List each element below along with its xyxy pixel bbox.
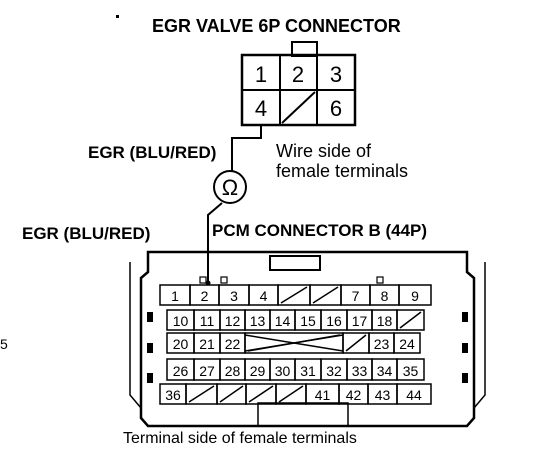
ohmmeter-test-lead: Ω [205, 125, 262, 286]
pcm-terminal-14: 14 [275, 313, 291, 329]
pcm-outer-housing [139, 250, 476, 428]
pcm-terminal-27: 27 [199, 363, 215, 379]
pcm-terminal-9: 9 [411, 288, 419, 304]
pcm-terminal-15: 15 [300, 313, 316, 329]
pcm-terminal-4: 4 [260, 288, 268, 304]
pcm-terminal-25: 25 [0, 336, 8, 352]
pcm-empty-terminal-slash [280, 286, 308, 304]
pcm-empty-terminal-slash [219, 385, 244, 403]
pcm-empty-terminal-slash [399, 311, 422, 329]
pcm-blank-cross [244, 334, 344, 352]
ohm-icon: Ω [222, 175, 238, 200]
pcm-terminal-1: 1 [171, 288, 179, 304]
wire-side-label-line2: female terminals [276, 161, 408, 181]
egr-terminal-2: 2 [292, 62, 304, 87]
pcm-terminal-2: 2 [201, 288, 209, 304]
pcm-terminal-10: 10 [173, 313, 189, 329]
egr-empty-terminal-slash [281, 91, 316, 124]
pcm-terminal-11: 11 [200, 313, 215, 329]
egr-valve-connector: 1 2 3 4 6 [240, 41, 357, 127]
pcm-terminal-cell [396, 309, 425, 331]
pcm-alignment-key [462, 343, 468, 353]
pcm-terminal-33: 33 [352, 363, 368, 379]
pcm-terminal-marker [220, 276, 228, 284]
pcm-terminal-26: 26 [173, 363, 189, 379]
stray-mark [116, 15, 119, 18]
pcm-alignment-key [147, 373, 153, 383]
egr-terminal-6: 6 [330, 96, 342, 121]
pcm-terminal-28: 28 [225, 363, 241, 379]
pcm-connector: 1234789101112131415161718202122232425262… [0, 250, 486, 428]
pcm-top-latch [269, 255, 321, 271]
pcm-terminal-3: 3 [230, 288, 238, 304]
pcm-terminal-36: 36 [165, 387, 181, 403]
pcm-terminal-34: 34 [377, 363, 393, 379]
pcm-terminal-23: 23 [374, 336, 390, 352]
pcm-terminal-marker [199, 276, 207, 284]
pcm-empty-terminal-slash [248, 385, 274, 403]
pcm-terminal-cell [396, 383, 432, 405]
pcm-terminal-7: 7 [352, 288, 360, 304]
egr-wire-label-lower: EGR (BLU/RED) [22, 224, 150, 243]
wire-side-label-line1: Wire side of [276, 141, 372, 161]
egr-valve-title: EGR VALVE 6P CONNECTOR [152, 16, 401, 36]
pcm-terminal-20: 20 [173, 336, 189, 352]
egr-wire-label-upper: EGR (BLU/RED) [88, 143, 216, 162]
pcm-terminal-43: 43 [375, 387, 391, 403]
test-lead-lower [207, 202, 223, 283]
pcm-terminal-32: 32 [326, 363, 342, 379]
pcm-terminal-24: 24 [399, 336, 415, 352]
pcm-terminal-31: 31 [300, 363, 316, 379]
pcm-terminal-marker [376, 276, 384, 284]
pcm-terminal-cell [398, 284, 432, 306]
pcm-terminal-18: 18 [377, 313, 393, 329]
test-lead-upper [231, 125, 262, 171]
pcm-alignment-key [147, 343, 153, 353]
terminal-side-label: Terminal side of female terminals [123, 430, 357, 447]
pcm-terminal-41: 41 [315, 387, 331, 403]
pcm-terminal-21: 21 [199, 336, 215, 352]
pcm-terminal-30: 30 [275, 363, 291, 379]
pcm-empty-terminal-slash [312, 286, 339, 304]
pcm-terminal-cell [393, 332, 421, 354]
pcm-terminal-grid: 1234789101112131415161718202122232425262… [0, 276, 432, 405]
pcm-terminal-16: 16 [326, 313, 342, 329]
ohmmeter-symbol [213, 170, 247, 204]
pcm-empty-terminal-slash [188, 385, 215, 403]
pcm-terminal-13: 13 [250, 313, 266, 329]
pcm-terminal-22: 22 [225, 336, 241, 352]
pcm-terminal-35: 35 [403, 363, 419, 379]
pcm-empty-terminal-slash [345, 334, 367, 352]
pcm-connector-title: PCM CONNECTOR B (44P) [212, 221, 427, 240]
pcm-terminal-29: 29 [250, 363, 266, 379]
pcm-terminal-cell [396, 358, 425, 381]
pcm-bottom-lock [257, 402, 349, 427]
pcm-terminal-17: 17 [352, 313, 368, 329]
pcm-terminal-44: 44 [406, 387, 422, 403]
pcm-alignment-key [462, 312, 468, 322]
pcm-alignment-key [147, 312, 153, 322]
pcm-empty-terminal-slash [278, 385, 304, 403]
pcm-terminal-42: 42 [346, 387, 362, 403]
pcm-housing-side-guides [129, 262, 486, 409]
egr-terminal-1: 1 [255, 62, 267, 87]
pcm-alignment-key [462, 373, 468, 383]
pcm-terminal-8: 8 [381, 288, 389, 304]
egr-terminal-3: 3 [330, 62, 342, 87]
egr-terminal-4: 4 [255, 96, 267, 121]
pcm-terminal-12: 12 [225, 313, 241, 329]
